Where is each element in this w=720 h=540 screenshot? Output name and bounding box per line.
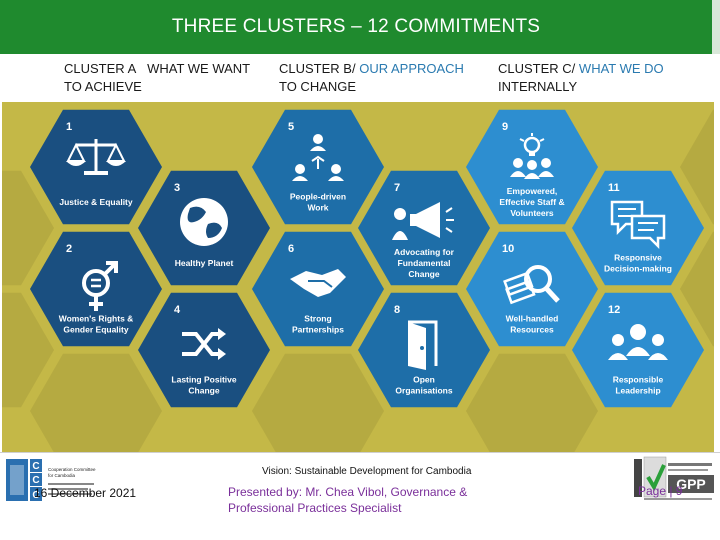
commitment-label: Volunteers <box>510 208 554 218</box>
commitment-label: Empowered, <box>507 186 558 196</box>
title-bar: THREE CLUSTERS – 12 COMMITMENTS <box>0 0 712 54</box>
ccc-letter-3: C <box>32 490 39 501</box>
commitment-label: Responsible <box>613 375 664 385</box>
footer-divider <box>0 452 720 453</box>
commitment-number: 3 <box>174 182 180 194</box>
ccc-letter-1: C <box>32 461 39 472</box>
commitment-label: Gender Equality <box>63 325 128 335</box>
commitment-label: Resources <box>510 325 554 335</box>
commitment-number: 11 <box>608 182 620 194</box>
commitment-label: Change <box>408 269 439 279</box>
cluster-a-heading: CLUSTER A WHAT WE WANT TO ACHIEVE <box>64 60 254 96</box>
commitment-label: Advocating for <box>394 247 455 257</box>
handshake-icon <box>290 269 346 297</box>
commitment-hexagon <box>138 292 270 408</box>
commitment-number: 6 <box>288 243 294 255</box>
commitment-label: Open <box>413 375 435 385</box>
cluster-b-text: TO CHANGE <box>279 79 357 94</box>
commitment-label: Organisations <box>395 386 452 396</box>
commitment-label: Lasting Positive <box>171 375 236 385</box>
commitment-number: 10 <box>502 243 514 255</box>
background-hexagon <box>2 170 54 286</box>
commitment-number: 7 <box>394 182 400 194</box>
cluster-c-accent: WHAT WE DO <box>578 61 664 76</box>
background-hexagon <box>2 292 54 408</box>
commitment-label: People-driven <box>290 192 346 202</box>
cluster-a-text: WHAT WE WANT TO ACHIEVE <box>64 61 250 94</box>
commitment-label: Healthy Planet <box>175 258 234 268</box>
commitment-label: Well-handled <box>506 314 559 324</box>
chat-bubbles-icon <box>610 200 666 250</box>
money-magnifier-icon <box>503 265 560 305</box>
commitment-label: Leadership <box>615 386 660 396</box>
slide-title: THREE CLUSTERS – 12 COMMITMENTS <box>171 16 541 37</box>
megaphone-icon <box>392 202 454 240</box>
gender-icon <box>82 261 118 311</box>
ccc-letter-2: C <box>32 475 39 486</box>
commitment-label: Women's Rights & <box>59 314 134 324</box>
commitment-hexagon <box>30 231 162 347</box>
team-lightbulb-icon <box>510 133 554 179</box>
shuffle-icon <box>182 328 226 360</box>
commitment-label: Justice & Equality <box>59 197 132 207</box>
background-hexagon <box>466 353 598 452</box>
title-bar-edge <box>712 0 720 54</box>
gpp-logo: GPP <box>634 456 714 500</box>
vision-statement: Vision: Sustainable Development for Camb… <box>262 466 472 477</box>
ccc-logo: C C C Cooperation Committee for Cambodia <box>6 459 96 501</box>
background-hexagon <box>252 353 384 452</box>
commitment-label: Responsive <box>614 253 662 263</box>
commitment-label: Decision-making <box>604 264 672 274</box>
presenter-credit: Presented by: Mr. Chea Vibol, Governance… <box>228 485 468 515</box>
commitment-number: 5 <box>288 121 294 133</box>
people-cycle-icon <box>292 134 344 181</box>
cluster-c-text: INTERNALLY <box>498 79 578 94</box>
commitment-number: 9 <box>502 121 508 133</box>
commitment-number: 4 <box>174 304 181 316</box>
background-hexagon <box>30 353 162 452</box>
commitment-number: 8 <box>394 304 400 316</box>
door-icon <box>408 320 438 370</box>
globe-icon <box>180 198 228 246</box>
cluster-a-prefix: CLUSTER A <box>64 61 137 76</box>
ccc-name-line1: Cooperation Committee <box>48 467 96 472</box>
commitment-label: Partnerships <box>292 325 344 335</box>
cluster-b-prefix: CLUSTER B/ <box>279 61 356 76</box>
cluster-b-accent: OUR APPROACH <box>359 61 464 76</box>
gpp-logo-text: GPP <box>676 476 706 492</box>
commitment-label: Change <box>188 386 219 396</box>
commitment-label: Fundamental <box>398 258 451 268</box>
scales-icon <box>66 139 126 175</box>
commitment-label: Work <box>307 203 328 213</box>
commitment-label: Effective Staff & <box>499 197 564 207</box>
commitment-number: 2 <box>66 243 72 255</box>
page-number: Page | 9 <box>638 484 683 498</box>
background-hexagon <box>680 109 714 225</box>
commitment-number: 1 <box>66 121 72 133</box>
presentation-date: 16 December 2021 <box>34 486 137 500</box>
leadership-icon <box>608 324 668 360</box>
cluster-c-prefix: CLUSTER C/ <box>498 61 576 76</box>
commitment-number: 12 <box>608 304 620 316</box>
ccc-name-line2: for Cambodia <box>48 473 76 478</box>
commitment-label: Strong <box>304 314 331 324</box>
background-hexagon <box>680 231 714 347</box>
